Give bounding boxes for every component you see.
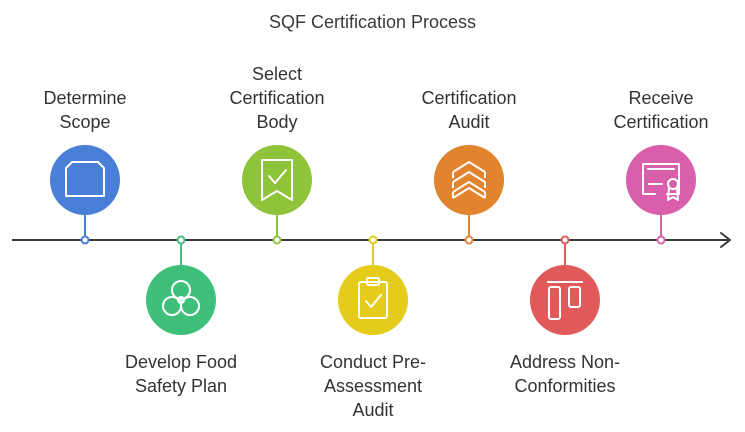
step-label-select-certification-body: Select Certification Body — [229, 64, 325, 132]
step-label-conduct-pre-assessment-audit: Conduct Pre- Assessment Audit — [319, 352, 427, 420]
step-label-address-non-conformities: Address Non- Conformities — [509, 352, 621, 396]
biohazard-icon — [162, 280, 200, 316]
step-label-certification-audit: Certification Audit — [421, 88, 517, 132]
step-label-receive-certification: Receive Certification — [613, 88, 709, 132]
diagram-title: SQF Certification Process — [268, 12, 477, 32]
chevrons-up-icon — [452, 161, 486, 199]
step-develop-food-safety-plan — [146, 235, 216, 335]
certificate-icon — [642, 163, 680, 201]
step-conduct-pre-assessment-audit — [338, 235, 408, 335]
step-certification-audit — [434, 145, 504, 245]
step-label-determine-scope: Determine Scope — [43, 88, 127, 132]
step-address-non-conformities — [530, 235, 600, 335]
document-outline-icon — [65, 161, 105, 197]
clipboard-check-icon — [358, 277, 388, 319]
step-determine-scope — [50, 145, 120, 245]
timeline-arrowhead — [720, 232, 731, 248]
badge-checkmark-icon — [261, 159, 293, 201]
step-receive-certification — [626, 145, 696, 245]
kanban-board-icon — [547, 281, 583, 320]
step-select-certification-body — [242, 145, 312, 245]
step-label-develop-food-safety-plan: Develop Food Safety Plan — [124, 352, 238, 396]
